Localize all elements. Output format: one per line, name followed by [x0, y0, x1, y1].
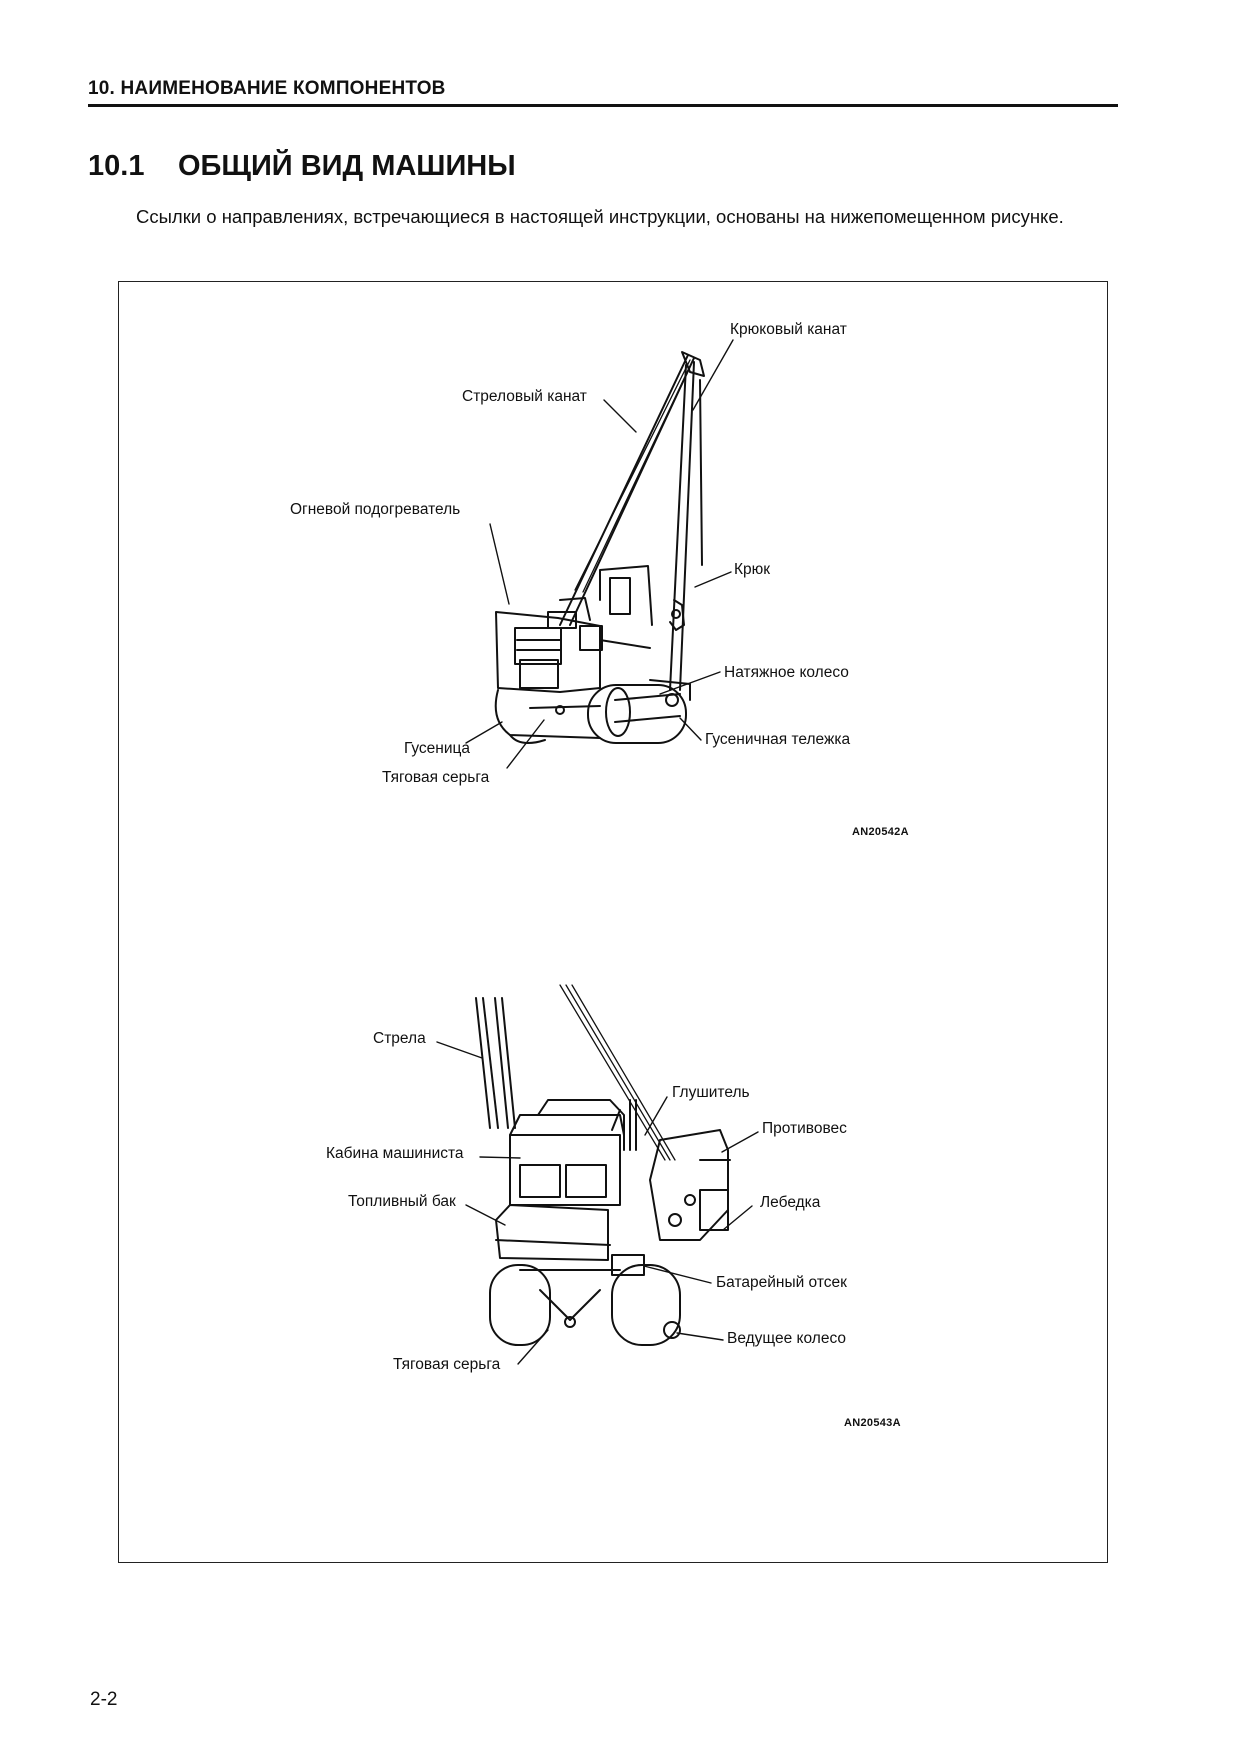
label-winch: Лебедка: [760, 1194, 821, 1211]
label-track-frame: Гусеничная тележка: [705, 731, 851, 748]
label-fuel-tank: Топливный бак: [348, 1193, 456, 1210]
title-number: 10.1: [88, 150, 145, 182]
label-hook: Крюк: [734, 561, 771, 578]
page-number: 2-2: [90, 1689, 118, 1710]
intro-paragraph: Ссылки о направлениях, встречающиеся в н…: [136, 206, 1064, 227]
page-title: 10.1 ОБЩИЙ ВИД МАШИНЫ: [88, 150, 516, 183]
pipelayer-side-view: [494, 351, 705, 745]
label-drawbar-1: Тяговая серьга: [382, 769, 490, 786]
label-boom: Стрела: [373, 1030, 426, 1047]
figure-code-1: AN20542A: [852, 826, 909, 838]
section-header: 10. НАИМЕНОВАНИЕ КОМПОНЕНТОВ: [88, 78, 446, 99]
figure-code-2: AN20543A: [844, 1417, 901, 1429]
pipelayer-rear-view: [475, 984, 731, 1346]
figure-frame: [118, 281, 1108, 1563]
title-text: ОБЩИЙ ВИД МАШИНЫ: [178, 150, 516, 182]
label-hook-rope: Крюковый канат: [730, 321, 847, 338]
label-boom-rope: Стреловый канат: [462, 388, 587, 405]
label-track: Гусеница: [404, 740, 471, 757]
label-counterweight: Противовес: [762, 1120, 847, 1137]
header-rule: [88, 104, 1118, 107]
label-sprocket: Ведущее колесо: [727, 1330, 846, 1347]
label-muffler: Глушитель: [672, 1084, 750, 1101]
label-drawbar-2: Тяговая серьга: [393, 1356, 501, 1373]
label-battery-box: Батарейный отсек: [716, 1274, 847, 1291]
label-cab: Кабина машиниста: [326, 1145, 464, 1162]
label-flame-heater: Огневой подогреватель: [290, 501, 461, 518]
label-idler: Натяжное колесо: [724, 664, 849, 681]
